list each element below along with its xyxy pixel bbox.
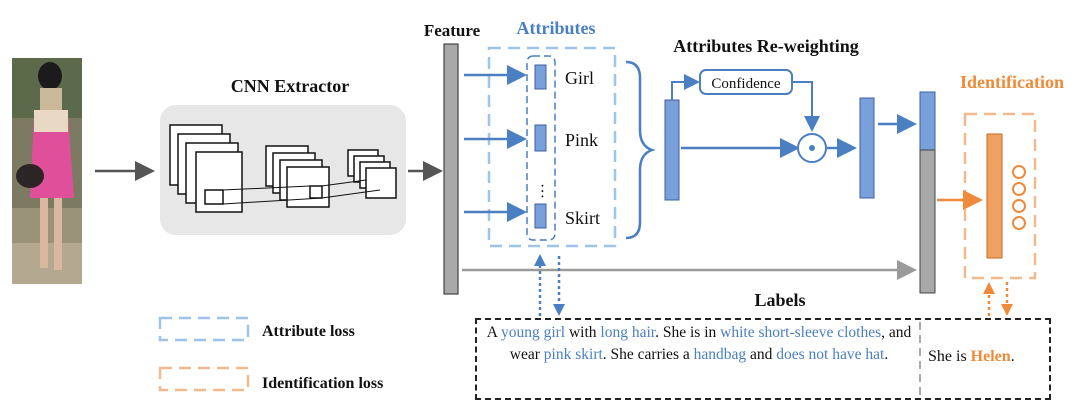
attribute-label-skirt: Skirt	[565, 208, 600, 228]
product-dot	[809, 145, 815, 151]
pedestrian-photo	[12, 58, 82, 284]
identity-name: Helen	[970, 348, 1011, 365]
attribute-ellipsis: ···	[533, 183, 550, 199]
legend-identification-loss-swatch	[158, 366, 250, 392]
confidence-label: Confidence	[711, 76, 780, 92]
attributes-brace	[625, 60, 656, 240]
identification-loss-up-head	[983, 282, 995, 294]
feature-bar	[443, 43, 459, 295]
attributes-box	[487, 46, 617, 248]
attribute-cells	[534, 64, 547, 229]
cnn-layers	[169, 124, 397, 213]
concat-attribute-part	[919, 91, 936, 151]
attribute-loss-arrows	[538, 256, 561, 316]
labels-title: Labels	[754, 290, 805, 310]
to-confidence-arrow	[671, 74, 700, 100]
description-text: and	[746, 346, 777, 363]
description-text: . She carries a	[602, 346, 694, 363]
feature-title: Feature	[424, 21, 481, 40]
attribute-keyword: pink skirt	[543, 346, 603, 363]
reweighting-title: Attributes Re-weighting	[673, 36, 858, 56]
description-text: .	[884, 346, 889, 363]
identification-loss-arrows	[987, 282, 1009, 316]
weighted-attribute-bar	[859, 97, 875, 199]
description-text: A	[486, 324, 501, 341]
confidence-to-product-arrow	[792, 81, 820, 132]
identity-output-nodes	[1012, 165, 1026, 230]
attribute-label-pink: Pink	[565, 130, 598, 150]
description-text: , and wear	[509, 324, 912, 363]
attribute-loss-up-head	[534, 254, 546, 266]
attribute-vector-outline	[526, 55, 556, 241]
feature-to-attribute-arrows	[464, 65, 527, 222]
description-text: . She is in	[655, 324, 721, 341]
attribute-loss-down-head	[553, 304, 565, 316]
description-text: with	[565, 324, 601, 341]
attribute-label-girl: Girl	[565, 68, 594, 88]
concat-feature-part	[919, 149, 936, 294]
identity-prefix: She is	[928, 348, 971, 365]
classifier-bar	[986, 133, 1003, 259]
attribute-keyword: does not have hat	[776, 346, 885, 363]
labels-box	[475, 318, 1051, 400]
identity-suffix: .	[1010, 348, 1015, 365]
legend-attribute-loss-label: Attribute loss	[262, 323, 355, 340]
cnn-extractor-title: CNN Extractor	[231, 76, 349, 96]
attribute-description: A young girl with long hair. She is in w…	[480, 322, 918, 366]
legend-identification-loss-label: Identification loss	[262, 375, 383, 392]
attribute-keyword: handbag	[693, 346, 747, 363]
legend-attribute-loss-swatch	[158, 316, 250, 342]
attributes-title: Attributes	[517, 18, 596, 38]
identification-loss-down-head	[1001, 304, 1013, 316]
identity-label: She is Helen.	[928, 348, 1015, 366]
identification-title: Identification	[960, 72, 1064, 92]
attribute-keyword: white short-sleeve clothes	[720, 324, 882, 341]
attribute-vector-bar	[664, 99, 680, 201]
attribute-keyword: young girl	[500, 324, 566, 341]
attribute-keyword: long hair	[600, 324, 656, 341]
